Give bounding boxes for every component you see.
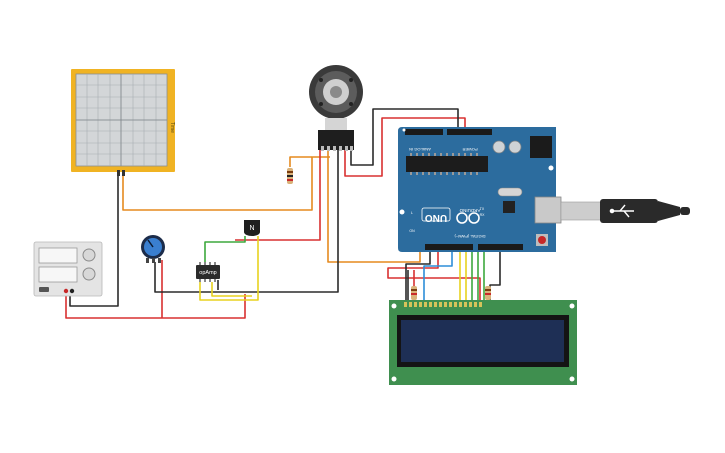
power-supply-knob-voltage[interactable]	[82, 248, 96, 262]
wire-red-motor	[344, 117, 466, 177]
wire-black-lcd	[405, 247, 431, 300]
power-supply-terminal-positive[interactable]	[69, 288, 75, 294]
wire-black-lcd-2	[489, 247, 501, 300]
arduino-crystal	[497, 187, 523, 197]
arduino-logo	[456, 212, 480, 224]
arduino-atmega-chip	[406, 156, 488, 172]
transistor-label: N	[249, 225, 254, 232]
arduino-digital-label: DIGITAL (PWM~)	[454, 234, 486, 239]
arduino-on-label: ON	[409, 229, 415, 233]
transistor[interactable]: N	[244, 220, 260, 236]
oscilloscope-pin-1[interactable]	[117, 170, 120, 176]
wire-orange-scope	[122, 156, 330, 211]
wire-yellow-opamp	[199, 236, 259, 301]
arduino-rx-label: RX	[480, 213, 486, 217]
wire-red-transistor	[235, 150, 321, 241]
arduino-header-top-right[interactable]	[447, 129, 492, 135]
arduino-tx-label: TX	[480, 207, 485, 211]
potentiometer[interactable]	[141, 235, 165, 263]
oscilloscope-pin-2[interactable]	[122, 170, 125, 176]
power-supply-switch[interactable]	[39, 287, 49, 292]
resistor-lcd-left[interactable]	[411, 286, 417, 300]
wire-orange-resistor	[289, 156, 312, 167]
wire-red-lcd	[387, 247, 481, 300]
arduino-usb-chip	[503, 201, 515, 213]
arduino-model: UNO	[425, 212, 447, 223]
wire-blue-lcd	[423, 247, 453, 300]
wire-black-motor	[350, 108, 459, 166]
opamp-label: opAmp	[199, 270, 216, 276]
motor-connector[interactable]	[318, 130, 354, 150]
wire-red-supply	[65, 292, 246, 319]
arduino-capacitor-1	[492, 140, 506, 154]
lcd-screen	[401, 320, 564, 362]
dc-motor[interactable]	[309, 65, 363, 151]
resistor-orange[interactable]	[287, 168, 293, 184]
lcd-16x2[interactable]	[389, 300, 577, 385]
oscilloscope[interactable]: Time	[71, 69, 175, 176]
arduino-header-digital-2[interactable]	[478, 244, 523, 250]
arduino-brand: ARDUINO	[459, 208, 480, 213]
power-supply-display-voltage	[38, 247, 78, 264]
wire-black-ground	[154, 150, 339, 293]
power-supply-terminal-negative[interactable]	[63, 288, 69, 294]
wire-yellow-opamp-2	[211, 282, 252, 297]
arduino-power-jack[interactable]	[530, 136, 552, 158]
arduino-capacitor-2	[508, 140, 522, 154]
arduino-header-top-left[interactable]	[405, 129, 443, 135]
wire-orange-arduino	[327, 150, 421, 263]
usb-cable[interactable]	[560, 199, 690, 223]
lcd-pins[interactable]	[404, 302, 482, 307]
power-supply-knob-current[interactable]	[82, 267, 96, 281]
opamp[interactable]: opAmp	[196, 262, 220, 282]
arduino-uno[interactable]: ANALOG IN POWER	[398, 127, 562, 252]
resistor-lcd-right[interactable]	[485, 286, 491, 300]
usb-icon	[609, 204, 634, 218]
arduino-header-digital-1[interactable]	[425, 244, 473, 250]
arduino-power-label: POWER	[462, 147, 477, 152]
power-supply[interactable]	[33, 241, 103, 297]
arduino-l-label: L	[411, 211, 413, 215]
wire-black-scope	[69, 176, 119, 307]
power-supply-display-current	[38, 266, 78, 283]
oscilloscope-time-label: Time	[169, 122, 175, 133]
arduino-analog-label: ANALOG IN	[409, 147, 431, 152]
arduino-usb-port[interactable]	[534, 196, 562, 224]
